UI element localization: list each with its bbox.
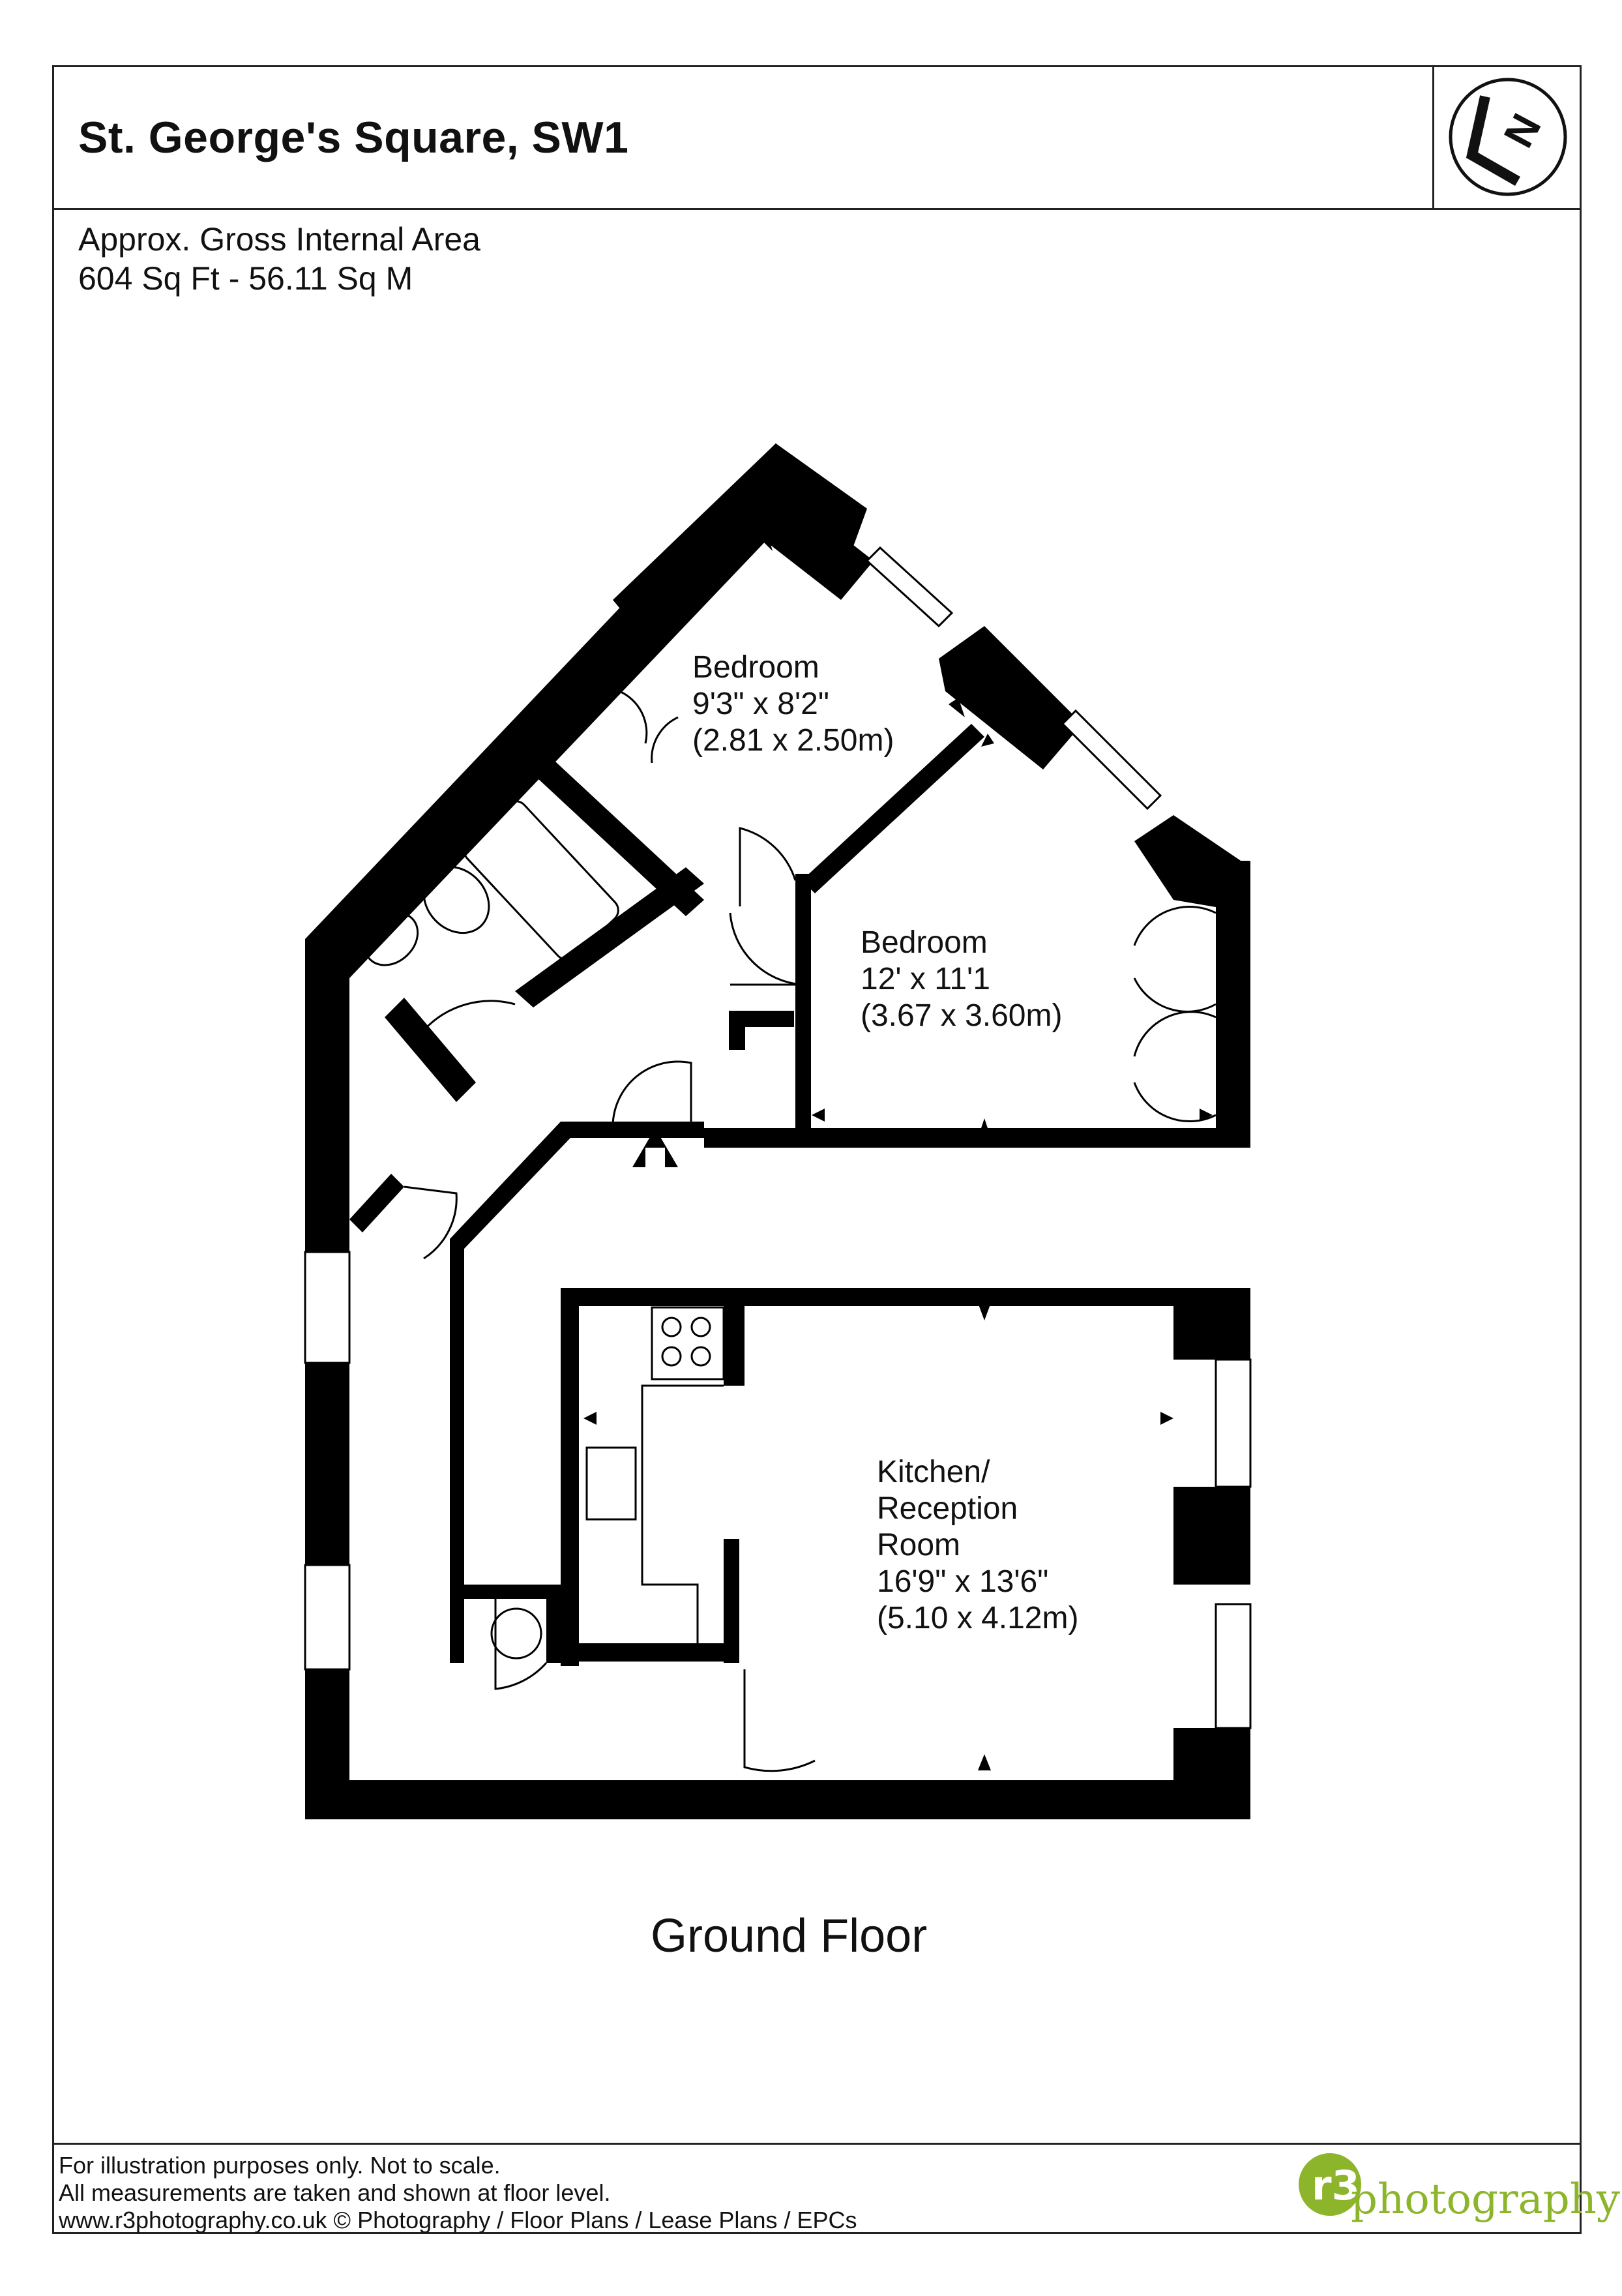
room-name: Bedroom <box>861 925 988 960</box>
door-kitchen <box>743 1669 816 1772</box>
page-frame <box>52 65 1582 2234</box>
measure-arrows <box>548 528 1213 1770</box>
area-label: Approx. Gross Internal Area <box>78 221 480 258</box>
toilet <box>422 865 490 934</box>
wardrobe-bedroom1 <box>619 690 679 764</box>
room-name-line2: Reception <box>877 1491 1018 1526</box>
worktop <box>641 1384 724 1643</box>
room-metric: (5.10 x 4.12m) <box>877 1601 1079 1635</box>
room-imperial: 12' x 11'1 <box>861 962 990 996</box>
page-title: St. George's Square, SW1 <box>78 113 629 162</box>
boiler <box>490 1607 542 1660</box>
sink <box>585 1446 637 1521</box>
header <box>52 65 1582 210</box>
bathtub <box>463 800 619 961</box>
compass-box: N <box>1432 65 1582 210</box>
fixtures <box>363 800 725 1660</box>
floor-label: Ground Floor <box>651 1910 928 1962</box>
door-entrance <box>612 1060 692 1129</box>
disclaimer-line-2: All measurements are taken and shown at … <box>59 2179 611 2206</box>
room-metric: (2.81 x 2.50m) <box>692 723 894 758</box>
room-label-kitchen: Kitchen/ Reception Room 16'9" x 13'6" (5… <box>877 1454 1078 1637</box>
footer <box>52 2143 1582 2234</box>
room-name-line3: Room <box>877 1528 961 1562</box>
windows <box>304 546 1252 1729</box>
room-label-bedroom-1: Bedroom 9'3" x 8'2" (2.81 x 2.50m) <box>692 649 894 759</box>
door-hall-left <box>404 1185 458 1260</box>
room-imperial: 9'3" x 8'2" <box>692 687 829 721</box>
logo-wordmark: photography <box>1351 2175 1621 2224</box>
door-bedroom2 <box>729 912 803 986</box>
svg-text:r3: r3 <box>1312 2162 1360 2209</box>
doors <box>404 690 1216 1772</box>
website-line[interactable]: www.r3photography.co.uk © Photography / … <box>59 2207 857 2233</box>
r3-logo-icon: r3 <box>1299 2153 1361 2216</box>
door-bathroom <box>422 1000 516 1032</box>
room-name-line1: Kitchen/ <box>877 1455 990 1489</box>
basin <box>363 912 419 966</box>
door-cupboard <box>494 1599 548 1690</box>
walls <box>305 443 1250 1819</box>
room-metric: (3.67 x 3.60m) <box>861 998 1063 1033</box>
room-label-bedroom-2: Bedroom 12' x 11'1 (3.67 x 3.60m) <box>861 925 1062 1034</box>
wardrobe-doors <box>1133 906 1216 1122</box>
disclaimer-line-1: For illustration purposes only. Not to s… <box>59 2152 501 2179</box>
area-value: 604 Sq Ft - 56.11 Sq M <box>78 260 413 297</box>
room-name: Bedroom <box>692 650 819 685</box>
hob <box>651 1306 725 1380</box>
north-arrow-icon: N <box>1449 78 1567 196</box>
door-bedroom1 <box>739 827 797 906</box>
room-imperial: 16'9" x 13'6" <box>877 1564 1049 1599</box>
